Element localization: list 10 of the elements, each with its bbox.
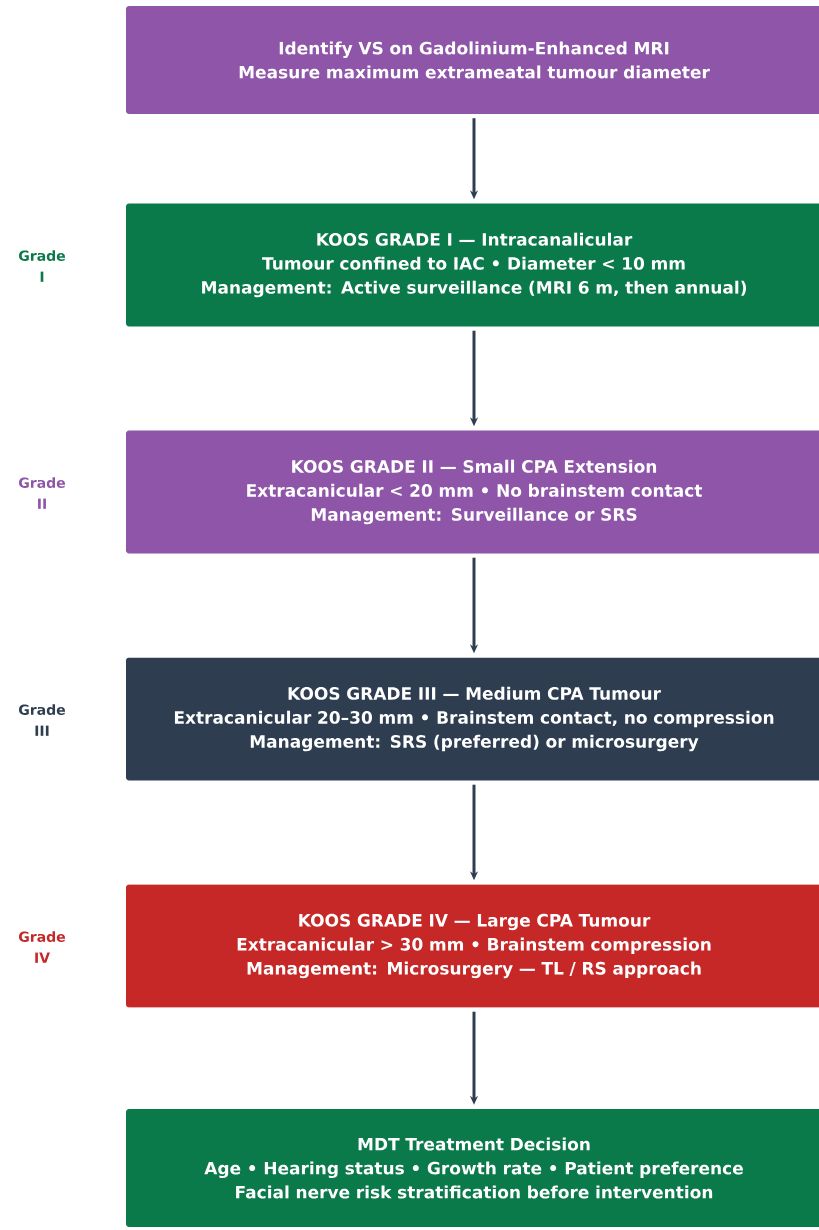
grade-label: Grade III [19, 704, 65, 736]
process-box: KOOS GRADE IV — Large CPA Tumour Extracanicular > 30 mm • Brainstem compression Management: Microsurgery — TL / RS approach [126, 884, 819, 1008]
process-box: KOOS GRADE I — Intracanalicular Tumour confined to IAC • Diameter < 10 mm Management: Active surveillance (MRI 6 m, then annual) [126, 203, 819, 327]
process-box: Identify VS on Gadolinium-Enhanced MRI Measure maximum extrameatal tumour diameter [126, 6, 819, 114]
process-box: KOOS GRADE III — Medium CPA Tumour Extracanicular 20–30 mm • Brainstem contact, no compression Management: SRS (preferred) or microsurgery [126, 657, 819, 781]
process-box: MDT Treatment Decision Age • Hearing status • Growth rate • Patient preference Facial nerve risk stratification before intervention [126, 1109, 819, 1227]
grade-label: Grade IV [19, 931, 65, 963]
process-box: KOOS GRADE II — Small CPA Extension Extracanicular < 20 mm • No brainstem contact Management: Surveillance or SRS [126, 430, 819, 554]
grade-label: Grade II [19, 477, 65, 509]
grade-label: Grade I [19, 250, 65, 282]
